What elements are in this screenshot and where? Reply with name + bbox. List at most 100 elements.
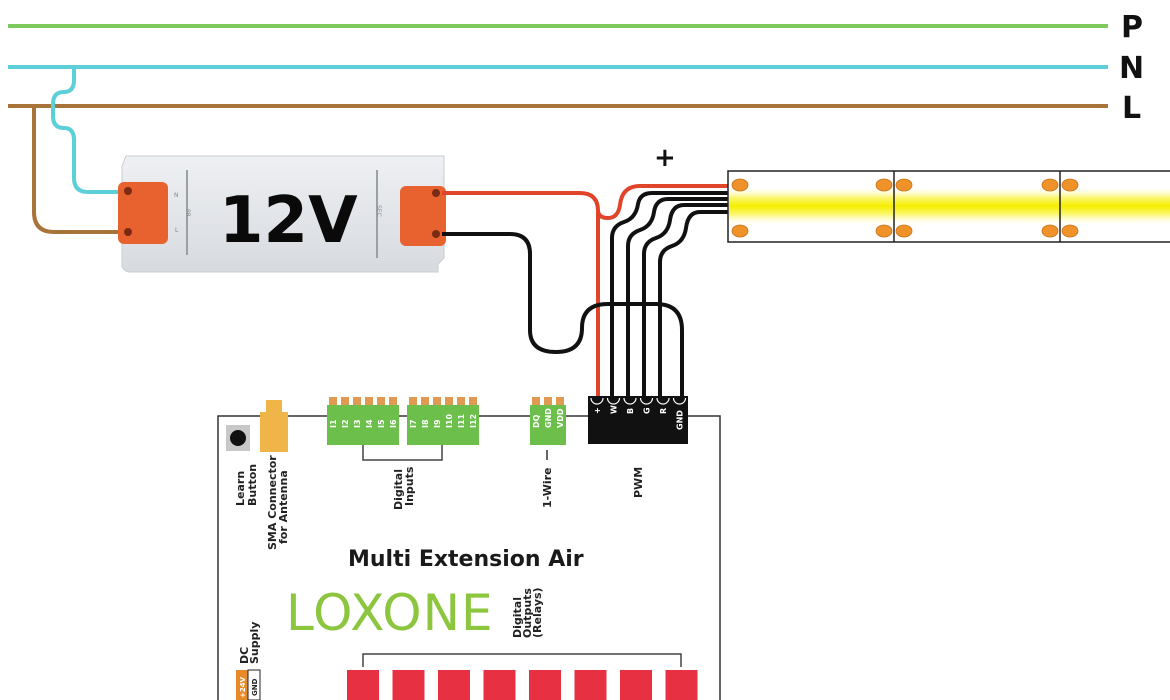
terminal-pin-label[interactable]: I6 bbox=[389, 419, 398, 428]
psu-mark-sec: SEC bbox=[375, 205, 382, 217]
strip-glow bbox=[729, 186, 1170, 226]
terminal-screw bbox=[365, 397, 373, 405]
psu-mark-l: L bbox=[175, 227, 179, 234]
terminal-screw bbox=[329, 397, 337, 405]
terminal-pin-label[interactable]: I1 bbox=[329, 419, 338, 428]
live-drop-wire bbox=[32, 106, 118, 234]
terminal-pin-label[interactable]: I7 bbox=[409, 419, 418, 428]
onewire-label: 1-Wire bbox=[541, 467, 554, 508]
pwm-pin-label: + bbox=[593, 407, 602, 414]
relay-output-terminal[interactable] bbox=[574, 670, 607, 700]
mains-rails: P N L bbox=[8, 10, 1144, 126]
wire-r bbox=[658, 210, 730, 398]
rail-label-l: L bbox=[1122, 91, 1141, 126]
led-solder-pad bbox=[1041, 178, 1059, 192]
terminal-pin-label[interactable]: I8 bbox=[421, 419, 430, 428]
terminal-screw bbox=[544, 397, 552, 405]
led-solder-pad bbox=[731, 178, 749, 192]
terminal-screw bbox=[469, 397, 477, 405]
dc-supply-label: DC Supply bbox=[238, 622, 261, 664]
psu-screw bbox=[124, 187, 132, 195]
terminal-pin-label[interactable]: I5 bbox=[377, 419, 386, 428]
wire-g bbox=[642, 203, 730, 398]
learn-button[interactable] bbox=[230, 430, 246, 446]
pwm-pin-label: R bbox=[659, 408, 668, 414]
rail-label-n: N bbox=[1119, 51, 1144, 86]
led-solder-pad bbox=[1041, 224, 1059, 238]
led-solder-pad bbox=[875, 178, 893, 192]
relay-output-terminal[interactable] bbox=[483, 670, 516, 700]
pwm-label: PWM bbox=[632, 467, 645, 498]
ground-wire bbox=[442, 232, 684, 398]
digital-outputs-label: Digital Outputs (Relays) bbox=[511, 584, 544, 638]
psu-voltage-label: 12V bbox=[219, 184, 358, 258]
terminal-pin-label[interactable]: I10 bbox=[445, 413, 454, 428]
psu-input-terminal bbox=[118, 182, 168, 244]
terminal-pin-label[interactable]: I2 bbox=[341, 419, 350, 428]
pwm-pin-socket[interactable] bbox=[639, 397, 654, 405]
learn-button-label: Learn Button bbox=[234, 464, 259, 506]
led-solder-pad bbox=[1061, 178, 1079, 192]
digital-inputs-terminal-1-6 bbox=[327, 405, 399, 445]
dc-gnd-label: GND bbox=[251, 678, 259, 696]
led-solder-pad bbox=[895, 224, 913, 238]
pwm-pin-socket[interactable] bbox=[672, 397, 687, 405]
module-title: Multi Extension Air bbox=[348, 547, 584, 572]
terminal-pin-label[interactable]: VDD bbox=[556, 408, 565, 428]
pwm-pin-socket[interactable] bbox=[656, 397, 670, 405]
terminal-screw bbox=[389, 397, 397, 405]
terminal-screw bbox=[353, 397, 361, 405]
terminal-pin-label[interactable]: I3 bbox=[353, 419, 362, 428]
relay-output-terminal[interactable] bbox=[529, 670, 561, 700]
terminal-screw bbox=[532, 397, 540, 405]
digital-inputs-terminal-7-12 bbox=[407, 405, 479, 445]
terminal-pin-label[interactable]: I11 bbox=[457, 413, 466, 428]
onewire-terminal bbox=[530, 405, 566, 445]
relay-output-terminal[interactable] bbox=[392, 670, 425, 700]
psu-mark-pr: PR bbox=[184, 209, 191, 217]
positive-wire bbox=[442, 191, 600, 398]
dc-plus-label: +24V bbox=[239, 676, 247, 698]
relay-output-terminal[interactable] bbox=[438, 670, 470, 700]
terminal-pin-label[interactable]: DQ bbox=[532, 414, 541, 428]
dc-supply-gnd-terminal[interactable] bbox=[247, 669, 261, 700]
led-solder-pad bbox=[1061, 224, 1079, 238]
rail-label-p: P bbox=[1121, 10, 1143, 45]
terminal-screw bbox=[457, 397, 465, 405]
loxone-logo: LOXONE bbox=[286, 584, 494, 642]
pwm-pin-socket[interactable] bbox=[623, 397, 637, 405]
pwm-pin-label: GND bbox=[676, 410, 685, 430]
power-supply: N PR L SEC 12V bbox=[118, 155, 446, 273]
neutral-drop-wire bbox=[51, 67, 118, 194]
relay-output-terminal[interactable] bbox=[620, 670, 652, 700]
sma-antenna-connector[interactable] bbox=[260, 400, 288, 452]
pwm-pin-socket[interactable] bbox=[606, 397, 621, 405]
led-solder-pad bbox=[895, 178, 913, 192]
pwm-pin-label: B bbox=[626, 408, 635, 414]
wire-b bbox=[626, 197, 730, 398]
psu-screw bbox=[432, 189, 440, 197]
terminal-pin-label[interactable]: GND bbox=[544, 408, 553, 428]
pwm-signal-wires bbox=[610, 191, 730, 398]
terminal-screw bbox=[409, 397, 417, 405]
terminal-screw bbox=[421, 397, 429, 405]
terminal-screw bbox=[445, 397, 453, 405]
terminal-pin-label[interactable]: I4 bbox=[365, 419, 374, 428]
strip-plus-label: + bbox=[654, 143, 676, 173]
psu-screw bbox=[432, 230, 440, 238]
terminal-screw bbox=[433, 397, 441, 405]
wire-w bbox=[610, 191, 730, 398]
relay-output-terminal[interactable] bbox=[665, 670, 698, 700]
terminal-screw bbox=[556, 397, 564, 405]
terminal-pin-label[interactable]: I9 bbox=[433, 419, 442, 428]
pwm-terminal bbox=[588, 396, 688, 444]
relay-output-terminal[interactable] bbox=[347, 670, 379, 700]
terminal-pin-label[interactable]: I12 bbox=[469, 414, 478, 428]
pwm-pin-socket[interactable] bbox=[590, 397, 604, 405]
pwm-pin-label: W bbox=[610, 405, 619, 414]
relays-bracket bbox=[362, 653, 682, 667]
pwm-pin-label: G bbox=[643, 407, 652, 414]
terminal-screw bbox=[341, 397, 349, 405]
dc-supply-plus-terminal[interactable] bbox=[236, 670, 248, 700]
